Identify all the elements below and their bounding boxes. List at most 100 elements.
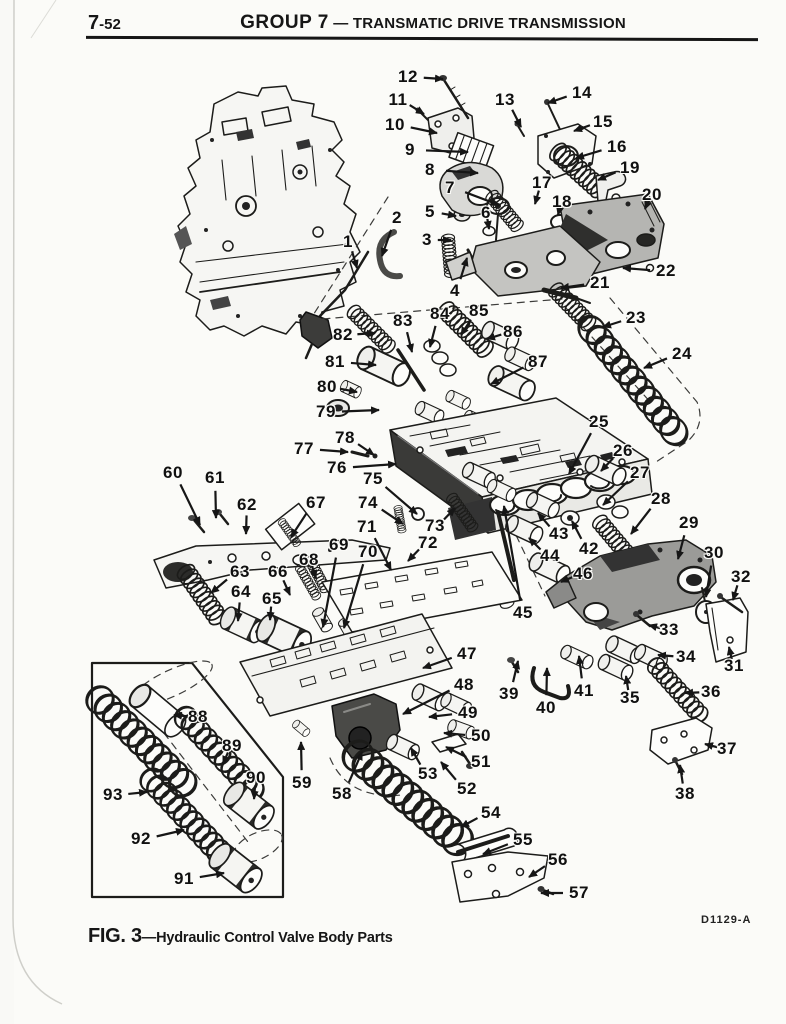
part-callout-4: 4 [450,281,460,300]
part-callout-73: 73 [425,516,445,535]
part-callout-54: 54 [481,803,501,822]
part-callout-67: 67 [306,493,326,512]
part-callout-3: 3 [422,230,432,249]
part-callout-74: 74 [358,493,378,512]
page-edge-lines [12,0,63,1005]
part-callout-11: 11 [388,90,408,109]
part-callout-27: 27 [630,463,650,482]
part-callout-66: 66 [268,562,288,581]
part-callout-79: 79 [316,402,336,421]
part-callout-86: 86 [503,322,523,341]
part-callout-8: 8 [425,160,435,179]
diagram-art [79,75,749,903]
part-callout-87: 87 [528,352,548,371]
part-callout-30: 30 [704,543,724,562]
part-callout-43: 43 [549,524,569,543]
governor-assembly-art [507,539,749,776]
part-callout-15: 15 [593,112,613,131]
part-callout-21: 21 [590,273,610,292]
part-callout-57: 57 [569,883,589,902]
part-callout-10: 10 [385,115,405,134]
part-callout-6: 6 [481,203,491,222]
part-callout-46: 46 [573,564,593,583]
part-callout-78: 78 [335,428,355,447]
part-callout-50: 50 [471,726,491,745]
part-callout-32: 32 [731,567,751,586]
part-callout-88: 88 [188,707,208,726]
kickdown-rod-art [299,229,403,360]
separator-plate-art [321,551,523,633]
part-callout-19: 19 [620,158,640,177]
part-callout-61: 61 [205,468,225,487]
main-valve-body-art [389,397,653,540]
part-callout-65: 65 [262,589,282,608]
part-callout-7: 7 [445,178,455,197]
part-callout-37: 37 [717,739,737,758]
part-callout-1: 1 [343,232,353,251]
part-callout-53: 53 [418,764,438,783]
part-callout-41: 41 [574,681,594,700]
part-callout-83: 83 [393,311,413,330]
drawing-code: D1129-A [701,914,752,926]
valve-train-row-art [326,298,539,432]
part-callout-93: 93 [103,785,123,804]
part-callout-29: 29 [679,513,699,532]
part-callout-5: 5 [425,202,435,221]
part-callout-20: 20 [642,185,662,204]
part-callout-80: 80 [317,377,337,396]
part-callout-72: 72 [418,533,438,552]
part-callout-60: 60 [163,463,183,482]
part-callout-24: 24 [672,344,692,363]
part-callout-68: 68 [299,550,319,569]
inset-box [79,660,285,899]
figure-caption-text: —Hydraulic Control Valve Body Parts [141,930,393,946]
part-callout-36: 36 [701,682,721,701]
part-callout-56: 56 [548,850,568,869]
part-callout-35: 35 [620,688,640,707]
header-title: GROUP 7 — TRANSMATIC DRIVE TRANSMISSION [120,12,746,34]
upper-valve-body-art [445,193,665,304]
part-callout-47: 47 [457,644,477,663]
part-callout-28: 28 [651,489,671,508]
part-callout-92: 92 [131,829,151,848]
page-number-page: -52 [99,16,121,33]
part-callout-91: 91 [174,869,194,888]
part-callout-44: 44 [540,546,560,565]
part-callout-58: 58 [332,784,352,803]
part-callout-17: 17 [532,173,552,192]
part-callout-23: 23 [626,308,646,327]
part-callout-13: 13 [495,90,515,109]
part-callout-16: 16 [607,137,627,156]
part-callout-52: 52 [457,779,477,798]
header-title-group: GROUP 7 [240,12,329,33]
part-callout-77: 77 [294,439,314,458]
part-callout-90: 90 [246,768,266,787]
part-callout-76: 76 [327,458,347,477]
figure-caption-number: FIG. 3 [88,925,142,947]
part-callout-89: 89 [222,736,242,755]
part-callout-64: 64 [231,582,251,601]
assembled-valve-unit-art [174,85,361,337]
part-callout-55: 55 [513,830,533,849]
part-callout-14: 14 [572,83,592,102]
part-callout-82: 82 [333,325,353,344]
bottom-spring-rod-art [335,733,555,903]
part-callout-70: 70 [358,542,378,561]
part-callout-12: 12 [398,67,418,86]
part-callout-26: 26 [613,441,633,460]
part-callout-34: 34 [676,647,696,666]
lower-valve-body-art [239,613,477,769]
part-callout-31: 31 [724,656,744,675]
part-callout-39: 39 [499,684,519,703]
part-callout-9: 9 [405,140,415,159]
part-callout-25: 25 [589,412,609,431]
part-callout-69: 69 [329,535,349,554]
page-number: 7-52 [88,12,121,35]
part-callout-48: 48 [454,675,474,694]
header-title-text: — TRANSMATIC DRIVE TRANSMISSION [333,15,626,32]
part-callout-59: 59 [292,773,312,792]
part-callout-75: 75 [363,469,383,488]
part-callout-22: 22 [656,261,676,280]
part-callout-38: 38 [675,784,695,803]
